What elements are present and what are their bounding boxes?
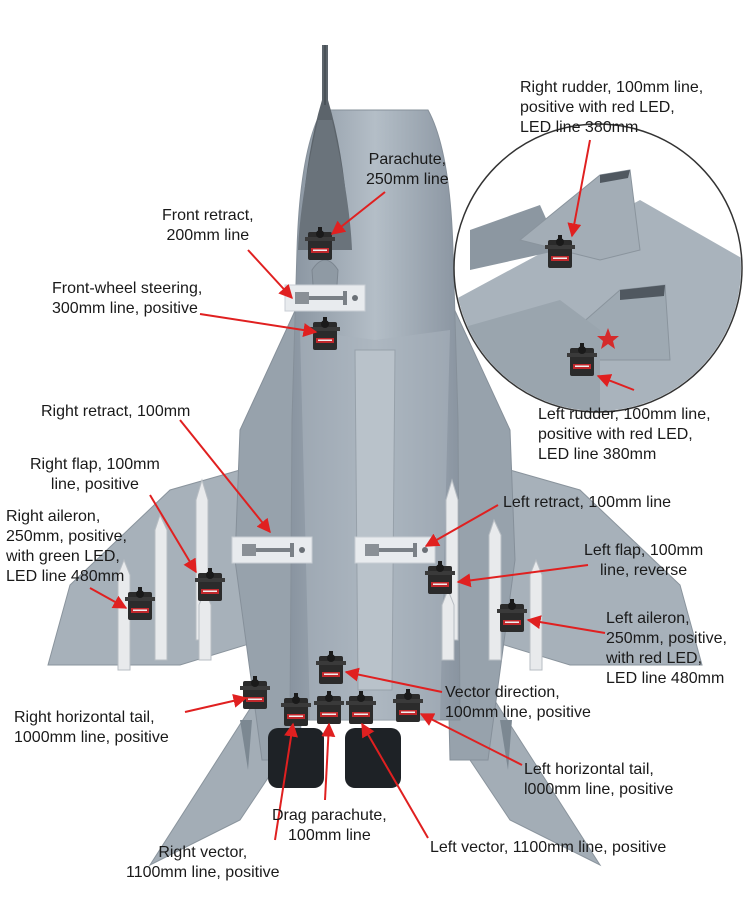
- callout-arrows: [89, 139, 635, 841]
- label-vector-direction: Vector direction, 100mm line, positive: [445, 684, 591, 721]
- left-engine-nozzle: [345, 728, 401, 788]
- label-front-wheel-steering: Front-wheel steering, 300mm line, positi…: [52, 280, 203, 317]
- red-star-icon: [597, 328, 619, 349]
- label-left-vector: Left vector, 1100mm line, positive: [430, 839, 667, 856]
- left-retract-unit: [354, 536, 436, 564]
- left-missiles: [441, 478, 543, 671]
- label-left-horizontal-tail: Left horizontal tail, l000mm line, posit…: [524, 761, 674, 798]
- label-right-vector: Right vector, 1100mm line, positive: [126, 844, 280, 881]
- label-left-rudder: Left rudder, 100mm line, positive with r…: [538, 406, 711, 463]
- tail-detail-inset: [453, 123, 743, 413]
- label-right-aileron: Right aileron, 250mm, positive, with gre…: [6, 508, 127, 585]
- front-retract-unit: [284, 284, 366, 312]
- label-left-aileron: Left aileron, 250mm, positive, with red …: [606, 610, 727, 687]
- right-retract-unit: [231, 536, 313, 564]
- label-right-flap: Right flap, 100mm line, positive: [30, 456, 160, 493]
- label-front-retract: Front retract, 200mm line: [162, 207, 254, 244]
- label-right-retract: Right retract, 100mm: [41, 403, 191, 420]
- right-fin: [518, 169, 641, 261]
- right-engine-nozzle: [268, 728, 324, 788]
- label-right-horizontal-tail: Right horizontal tail, 1000mm line, posi…: [14, 709, 169, 746]
- label-left-flap: Left flap, 100mm line, reverse: [584, 542, 704, 579]
- label-drag-parachute: Drag parachute, 100mm line: [272, 807, 387, 844]
- label-left-retract: Left retract, 100mm line: [503, 494, 672, 511]
- label-parachute: Parachute, 250mm line: [366, 151, 449, 188]
- label-right-rudder: Right rudder, 100mm line, positive with …: [520, 79, 704, 136]
